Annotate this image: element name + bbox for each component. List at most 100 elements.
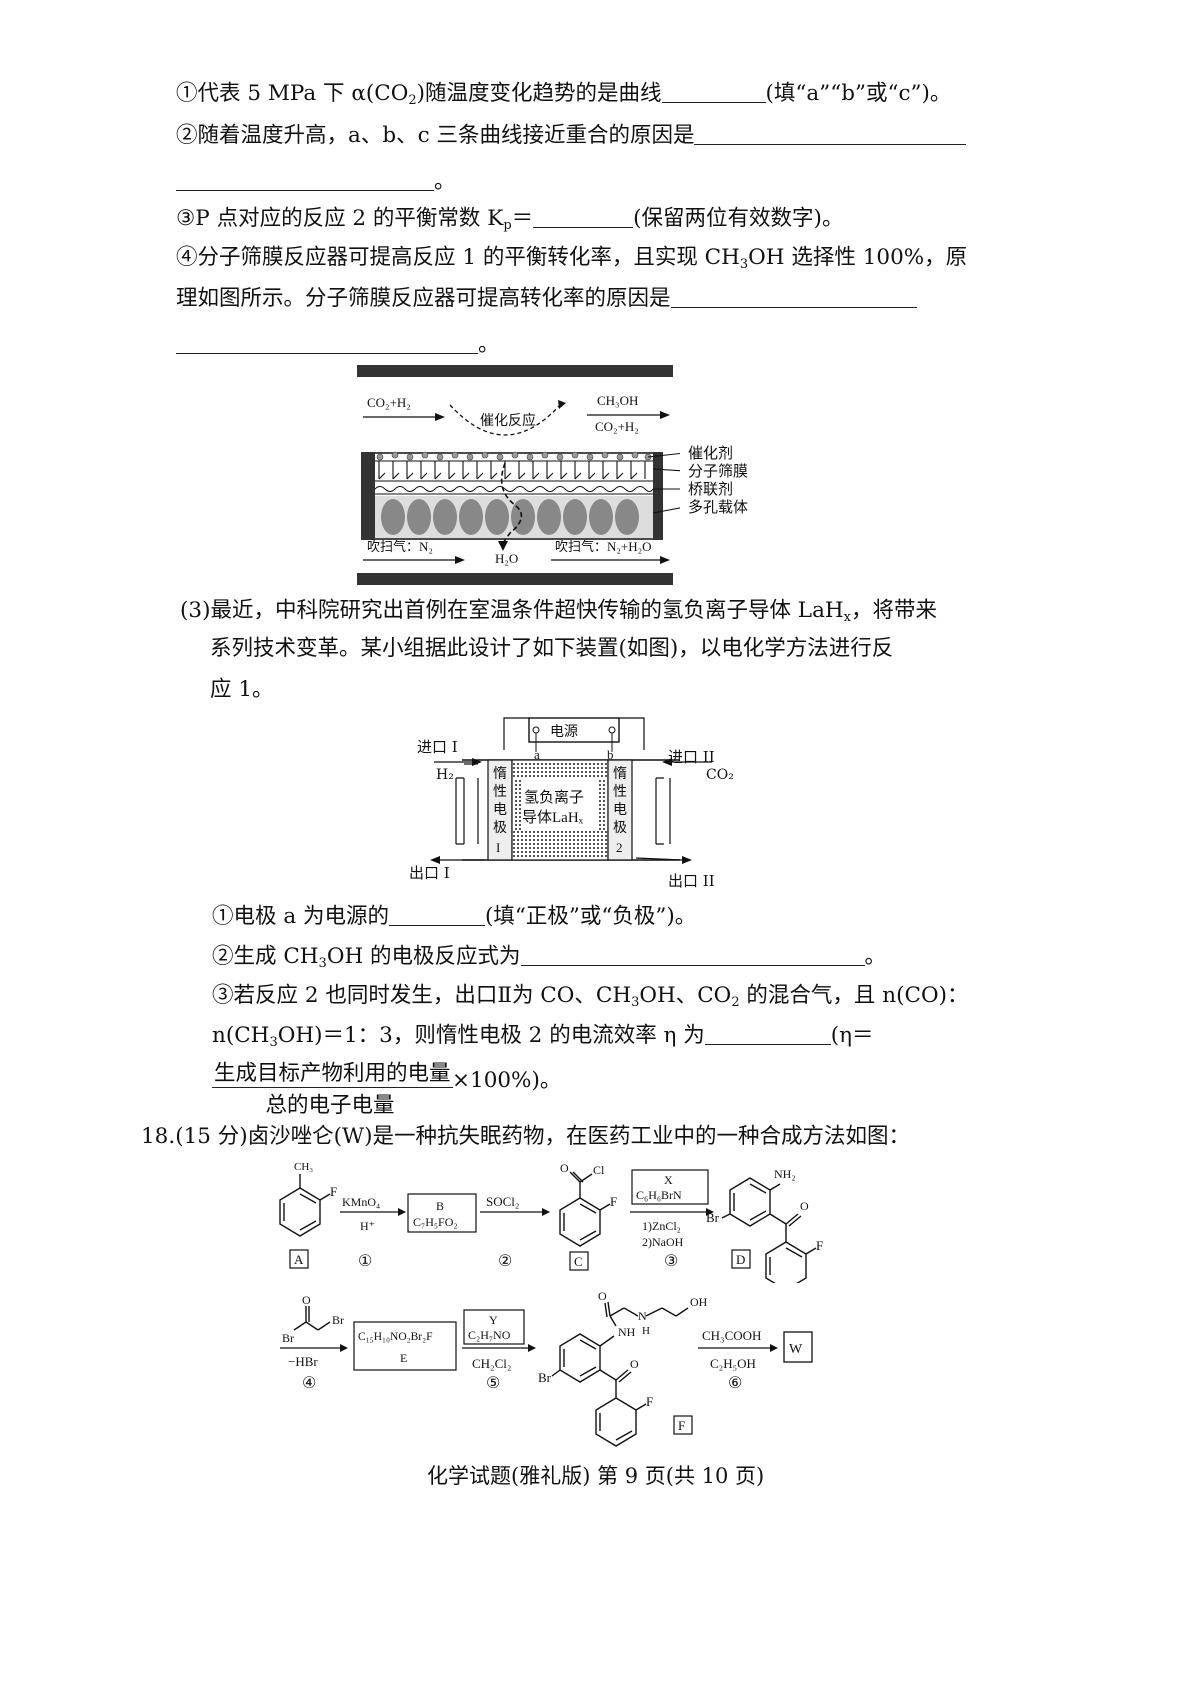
q17-line-1: ①代表 5 MPa 下 α(CO2)随温度变化趋势的是曲线(填“a”“b”或“c…	[176, 80, 952, 108]
svg-text:惰: 惰	[493, 766, 507, 782]
blank-curve[interactable]	[661, 80, 766, 103]
svg-text:Br: Br	[706, 1210, 720, 1225]
svg-text:⑥: ⑥	[728, 1375, 742, 1392]
conductor-label-2: 导体LaHₓ	[522, 809, 584, 826]
svg-text:电: 电	[493, 802, 507, 818]
svg-text:C₁₅H₁₀NO₂Br₂F: C₁₅H₁₀NO₂Br₂F	[358, 1331, 433, 1343]
page-footer: 化学试题(雅礼版) 第 9 页(共 10 页)	[427, 1464, 765, 1488]
svg-text:F: F	[646, 1394, 653, 1409]
inert-electrode-1	[487, 759, 513, 861]
svg-text:−HBr: −HBr	[288, 1354, 318, 1369]
q3-sub-4: n(CH3OH)＝1：3，则惰性电极 2 的电流效率 η 为(η＝	[212, 1022, 874, 1050]
svg-text:Cl: Cl	[593, 1163, 605, 1177]
q3-sub-1: ①电极 a 为电源的(填“正极”或“负极”)。	[212, 903, 697, 929]
svg-text:F: F	[330, 1184, 337, 1199]
q18-title: 18.(15 分)卤沙唑仑(W)是一种抗失眠药物，在医药工业中的一种合成方法如图…	[141, 1124, 911, 1149]
top-wall	[357, 365, 673, 377]
blank-electrode-equation[interactable]	[520, 943, 865, 966]
svg-text:I: I	[496, 840, 500, 855]
label-a: A	[294, 1252, 304, 1267]
sweep-gas-in-label: 吹扫气：N₂	[367, 539, 433, 554]
outlet-2-label: 出口 II	[668, 872, 715, 890]
terminal-b-label: b	[607, 747, 614, 762]
sweep-gas-out-label: 吹扫气：N₂+H₂O	[555, 539, 652, 554]
blank-kp[interactable]	[533, 205, 634, 228]
blank-reason-1[interactable]	[694, 122, 967, 145]
label-w: W	[789, 1342, 803, 1357]
svg-text:H⁺: H⁺	[360, 1219, 375, 1233]
svg-text:O: O	[598, 1290, 607, 1303]
svg-text:N: N	[638, 1309, 647, 1323]
unreacted-gas-label: CO₂+H₂	[595, 419, 639, 434]
svg-text:X: X	[664, 1173, 673, 1187]
linker-layer	[374, 486, 654, 492]
label-d: D	[736, 1252, 745, 1267]
q3-sub-3: ③若反应 2 也同时发生，出口Ⅱ为 CO、CH3OH、CO2 的混合气，且 n(…	[212, 983, 969, 1010]
svg-text:CH₃COOH: CH₃COOH	[702, 1328, 761, 1343]
svg-text:①: ①	[358, 1253, 372, 1270]
compound-f-structure	[551, 1301, 689, 1447]
blank-reason-2[interactable]	[670, 285, 917, 308]
legend-catalyst: 催化剂	[688, 444, 734, 462]
svg-text:F: F	[610, 1194, 617, 1209]
legend-linker: 桥联剂	[688, 480, 734, 498]
synthesis-scheme-row-1: CH₃ F A KMnO₄ H⁺ ① B C₇H₅FO₂ SOCl₂ ② O C…	[270, 1158, 870, 1291]
compound-c-structure	[559, 1171, 611, 1247]
svg-text:②: ②	[498, 1253, 512, 1270]
svg-text:C₂H₇NO: C₂H₇NO	[468, 1328, 511, 1342]
svg-text:C₇H₅FO₂: C₇H₅FO₂	[413, 1215, 458, 1229]
blank-reason-1-cont[interactable]	[176, 168, 434, 191]
svg-text:NH: NH	[618, 1325, 636, 1339]
blank-electrode-a[interactable]	[389, 903, 485, 926]
svg-text:电: 电	[613, 802, 627, 818]
legend-porous-support: 多孔载体	[688, 498, 749, 516]
fraction-numerator: 生成目标产物利用的电量	[212, 1056, 453, 1088]
q3-line-2: 系列技术变革。某小组据此设计了如下装置(如图)，以电化学方法进行反	[210, 636, 894, 661]
product-w-box	[783, 1331, 813, 1363]
svg-text:C₆H₆BrN: C₆H₆BrN	[636, 1188, 682, 1202]
svg-text:H: H	[642, 1325, 650, 1337]
svg-text:2)NaOH: 2)NaOH	[642, 1235, 684, 1249]
label-f: F	[678, 1418, 685, 1433]
water-label: H₂O	[495, 551, 518, 566]
svg-text:O: O	[302, 1293, 311, 1307]
svg-text:KMnO₄: KMnO₄	[342, 1195, 380, 1209]
q17-line-4: ③P 点对应的反应 2 的平衡常数 Kp＝(保留两位有效数字)。	[176, 205, 844, 233]
product-label: CH₃OH	[597, 393, 638, 408]
blank-current-efficiency[interactable]	[704, 1022, 831, 1045]
svg-text:极: 极	[613, 820, 627, 836]
svg-text:C₂H₅OH: C₂H₅OH	[710, 1356, 756, 1371]
outlet-1-label: 出口 I	[409, 864, 450, 882]
bromoacetyl-bromide-structure	[293, 1306, 331, 1331]
synthesis-scheme-row-2: O Br Br −HBr ④ C₁₅H₁₀NO₂Br₂F E Y C₂H₇NO …	[278, 1289, 838, 1469]
feed-gas-label: CO₂+H₂	[367, 395, 411, 410]
svg-text:E: E	[400, 1351, 407, 1365]
svg-text:Br: Br	[538, 1370, 552, 1385]
q17-line-3: 。	[176, 167, 456, 197]
svg-text:SOCl₂: SOCl₂	[486, 1194, 519, 1209]
svg-text:③: ③	[664, 1253, 678, 1270]
compound-d-structure	[721, 1177, 817, 1291]
blank-reason-2-cont[interactable]	[176, 331, 478, 354]
conductor-label-1: 氢负离子	[524, 789, 584, 806]
svg-text:O: O	[560, 1161, 569, 1175]
svg-text:性: 性	[493, 784, 507, 800]
q3-sub-2: ②生成 CH3OH 的电极反应式为。	[212, 943, 887, 971]
svg-text:④: ④	[302, 1375, 316, 1392]
svg-text:OH: OH	[690, 1295, 708, 1309]
legend-sieve-membrane: 分子筛膜	[688, 462, 749, 480]
svg-text:2: 2	[616, 840, 623, 855]
inert-electrode-2	[607, 759, 633, 861]
svg-text:极: 极	[493, 820, 507, 836]
q17-line-6: 理如图所示。分子筛膜反应器可提高转化率的原因是	[176, 284, 917, 314]
inlet-1-label: 进口 I	[417, 738, 458, 756]
q3-line-1: (3)最近，中科院研究出首例在室温条件超快传输的氢负离子导体 LaHx，将带来	[180, 598, 937, 625]
svg-text:F: F	[816, 1238, 823, 1253]
svg-text:Br: Br	[282, 1331, 294, 1345]
catalytic-reaction-label: 催化反应	[480, 412, 536, 429]
efficiency-fraction: 生成目标产物利用的电量 总的电子电量	[212, 1056, 453, 1119]
reagent-x-box	[631, 1169, 709, 1205]
terminal-a-label: a	[534, 747, 540, 762]
svg-text:CH₃: CH₃	[294, 1161, 313, 1173]
svg-text:B: B	[436, 1199, 444, 1213]
